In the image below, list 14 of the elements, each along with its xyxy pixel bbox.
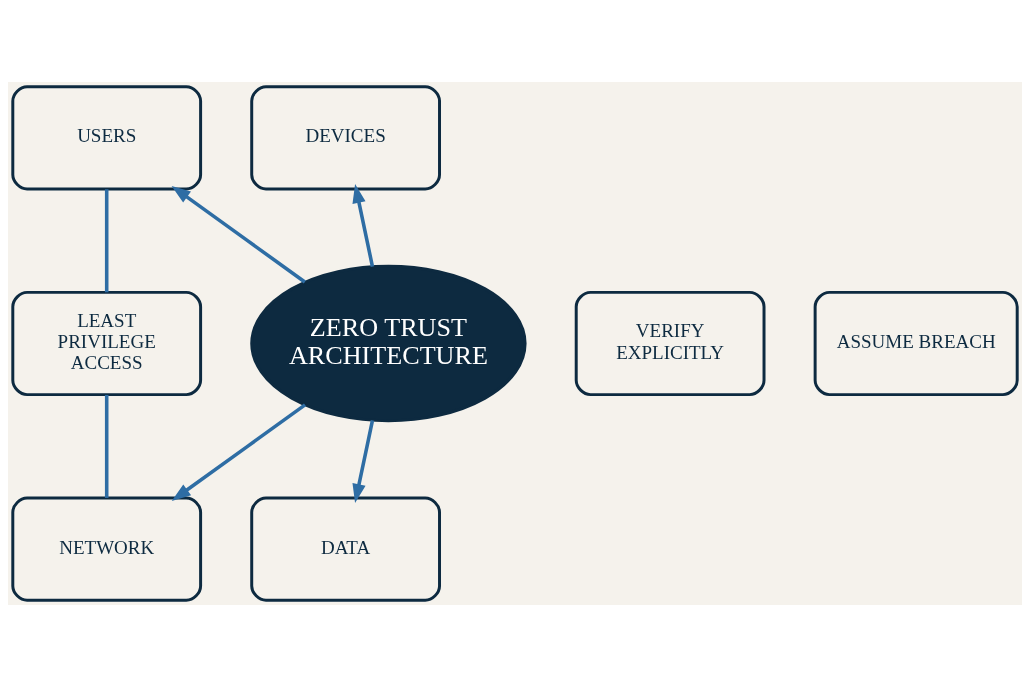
node-box: DEVICES (250, 85, 441, 191)
arrow (171, 185, 306, 284)
connector (104, 394, 109, 498)
node-box: VERIFY EXPLICITLY (574, 290, 766, 397)
node-box: DATA (250, 496, 441, 602)
arrow (352, 184, 375, 267)
arrow (352, 420, 375, 504)
node-box: ASSUME BREACH (813, 290, 1019, 397)
arrow (171, 403, 307, 502)
node-box: NETWORK (11, 496, 203, 602)
node-box: USERS (11, 85, 203, 191)
node-box: LEAST PRIVILEGE ACCESS (11, 290, 203, 397)
node-ellipse: ZERO TRUST ARCHITECTURE (250, 264, 527, 423)
connector (104, 189, 109, 293)
